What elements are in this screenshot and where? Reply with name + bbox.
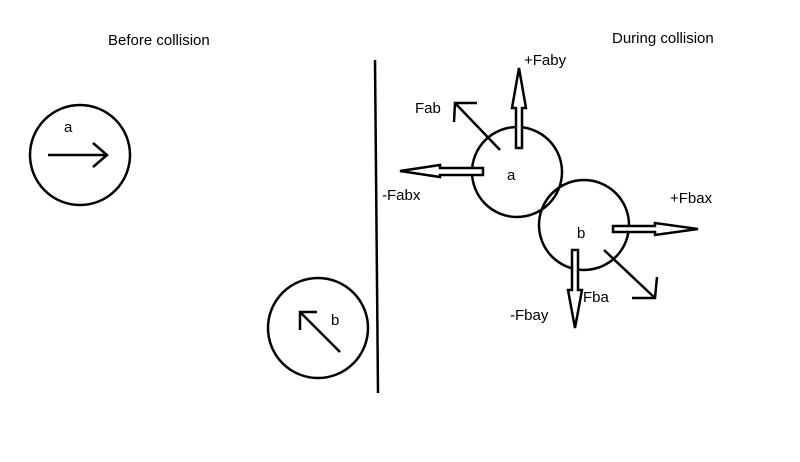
ball-b-during-label: b (577, 225, 585, 242)
force-fbax-arrow (611, 221, 699, 237)
fbax-label: +Fbax (670, 190, 713, 207)
before-collision-title: Before collision (108, 32, 210, 49)
force-fab-arrow (452, 101, 501, 151)
ball-a-during-label: a (507, 167, 516, 184)
wall-line (373, 59, 380, 394)
ball-b-label: b (331, 312, 339, 329)
force-faby-arrow (510, 67, 528, 150)
ball-b-before: b (266, 276, 370, 380)
force-fba-arrow (603, 249, 659, 300)
ball-a-label: a (64, 119, 73, 136)
force-fabx-arrow (399, 163, 485, 179)
velocity-arrow-a (48, 142, 109, 168)
fab-label: Fab (415, 100, 441, 117)
fba-label: Fba (583, 289, 610, 306)
fbay-label: -Fbay (510, 307, 549, 324)
faby-label: +Faby (524, 52, 567, 69)
ball-a-before: a (28, 103, 132, 207)
fabx-label: -Fabx (382, 187, 421, 204)
velocity-arrow-b (298, 310, 341, 353)
during-collision-title: During collision (612, 30, 714, 47)
force-fbay-arrow (566, 248, 584, 329)
